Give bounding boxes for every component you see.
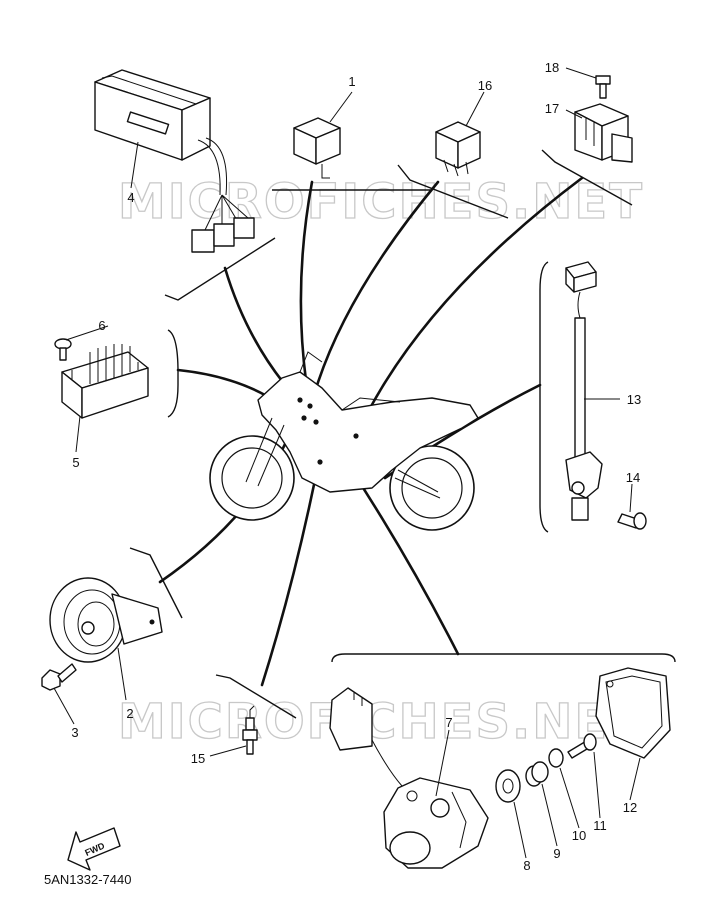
callout-14: 14 xyxy=(626,470,640,485)
group-brackets xyxy=(129,149,676,719)
bracket-flasher xyxy=(541,149,633,206)
callout-10: 10 xyxy=(572,828,586,843)
callout-8: 8 xyxy=(523,858,530,873)
callout-leaders xyxy=(53,67,641,859)
callout-7: 7 xyxy=(445,715,452,730)
watermark-top: MICROFICHES.NET xyxy=(118,174,644,230)
callout-11: 11 xyxy=(593,818,607,833)
callout-15: 15 xyxy=(191,751,205,766)
screw-18[interactable] xyxy=(595,75,611,99)
callout-2: 2 xyxy=(126,706,133,721)
callout-16: 16 xyxy=(478,78,492,93)
washer-10[interactable] xyxy=(548,748,564,768)
rectifier-regulator[interactable] xyxy=(61,344,149,419)
bolt-11[interactable] xyxy=(567,733,597,759)
collar-9[interactable] xyxy=(525,761,549,787)
callout-13: 13 xyxy=(627,392,641,407)
bracket-sender xyxy=(215,674,297,719)
servo-motor[interactable] xyxy=(329,687,489,869)
callout-4: 4 xyxy=(127,190,134,205)
screw-6[interactable] xyxy=(54,338,72,361)
bike-body xyxy=(257,371,479,493)
bolt-14[interactable] xyxy=(617,512,647,530)
diagram-code: 5AN1332-7440 xyxy=(44,872,132,887)
bracket-sidestand xyxy=(539,261,549,533)
horn[interactable] xyxy=(49,577,163,663)
callout-18: 18 xyxy=(545,60,559,75)
bracket-starter-relay xyxy=(397,164,509,219)
flasher-relay[interactable] xyxy=(574,103,633,163)
callout-3: 3 xyxy=(71,725,78,740)
starter-relay[interactable] xyxy=(435,121,481,177)
callout-1: 1 xyxy=(348,74,355,89)
bracket-rectifier xyxy=(167,329,179,418)
bracket-cdi xyxy=(164,237,276,301)
callout-5: 5 xyxy=(72,455,79,470)
servo-cover[interactable] xyxy=(595,667,671,759)
motorcycle-silhouette xyxy=(209,351,479,531)
callout-12: 12 xyxy=(623,800,637,815)
bolt-3[interactable] xyxy=(41,663,77,691)
relay[interactable] xyxy=(293,117,341,179)
grommet-8[interactable] xyxy=(495,769,521,803)
watermark-bottom: MICROFICHES.NET xyxy=(118,694,644,750)
cdi-unit[interactable] xyxy=(94,69,255,253)
fwd-arrow-icon: FWD xyxy=(67,827,121,871)
sidestand-switch[interactable] xyxy=(565,261,603,521)
callout-numbers: 1 2 3 4 5 6 7 8 9 10 11 12 13 14 15 16 1… xyxy=(71,60,641,873)
sender-unit[interactable] xyxy=(242,705,258,755)
callout-9: 9 xyxy=(553,846,560,861)
bracket-servo xyxy=(331,653,676,663)
bracket-horn xyxy=(129,547,183,619)
front-wheel xyxy=(209,435,295,521)
callout-17: 17 xyxy=(545,101,559,116)
callout-6: 6 xyxy=(98,318,105,333)
